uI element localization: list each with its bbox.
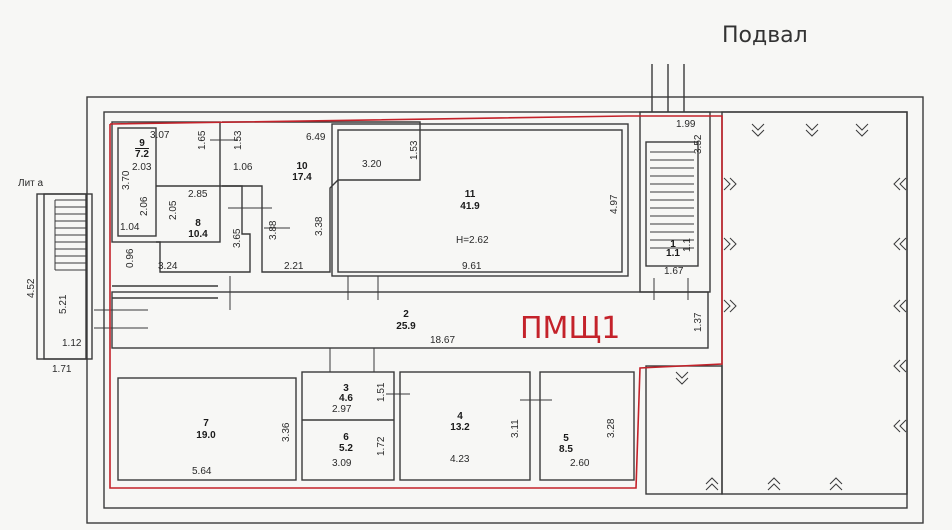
room-11-area: 41.9 [460, 201, 480, 212]
dim-label: 1.72 [376, 436, 387, 456]
room-11-outline [331, 123, 629, 277]
dim-label: 1.99 [676, 119, 696, 130]
room-8-area: 10.4 [188, 229, 208, 240]
outer-wall [86, 96, 924, 524]
dim-label: 4.97 [609, 194, 620, 214]
dim-label: 3.65 [232, 228, 243, 248]
dim-label: 2.97 [332, 404, 352, 415]
room-5-number: 5 [563, 433, 569, 444]
room-11-inner [337, 129, 623, 273]
room-3-outline [301, 371, 395, 481]
room-4-number: 4 [457, 411, 463, 422]
room-9-outline [111, 121, 221, 243]
dim-label: 3.11 [510, 419, 521, 438]
room-6-number: 6 [343, 432, 349, 443]
dim-label: 1.53 [409, 140, 420, 160]
room-1-area: 1.1 [666, 248, 680, 259]
room-1-inner [645, 141, 699, 267]
room-10-number: 10 [296, 161, 308, 172]
dim-label: 2.85 [188, 189, 208, 200]
room-2-number: 2 [403, 309, 409, 320]
room-7-outline [117, 377, 297, 481]
page-title: Подвал [722, 23, 808, 48]
room-10-outline [222, 121, 421, 273]
dim-label: 3.20 [362, 159, 382, 170]
room-5-outline [539, 371, 635, 481]
vertical-dimension-labels: 1.65 3.70 2.06 1.53 1.53 2.05 3.65 3.88 … [26, 130, 704, 456]
dim-label: 1.06 [233, 162, 253, 173]
dim-label: 4.23 [450, 454, 470, 465]
room-9-number: 9 [139, 138, 145, 149]
room-11-number: 11 [465, 189, 476, 200]
pmsh-label: ПМЩ1 [520, 311, 620, 346]
dim-label: 5.64 [192, 466, 212, 477]
dim-label: 1.51 [376, 382, 387, 402]
room-7-area: 19.0 [196, 430, 216, 441]
room-5-area: 8.5 [559, 444, 573, 455]
dim-label: 3.38 [314, 216, 325, 236]
dim-label: 1.37 [693, 312, 704, 332]
dimension-labels: 3.07 2.03 1.04 1.06 6.49 3.20 2.85 2.21 … [52, 119, 696, 477]
room-2-outline [111, 291, 709, 349]
dim-label: 1.71 [52, 364, 72, 375]
dim-label: 3.09 [332, 458, 352, 469]
dim-label: 2.60 [570, 458, 590, 469]
room-9-inner [117, 127, 157, 237]
dim-label: 3.07 [150, 130, 170, 141]
right-bottom-area [645, 365, 723, 495]
room-1-outline [639, 111, 711, 293]
left-stair-steps [54, 199, 86, 271]
room-9-area: 7.2 [135, 149, 149, 160]
dim-label: 1.67 [664, 266, 684, 277]
lit-a-label: Лит а [18, 178, 44, 189]
dim-label: 18.67 [430, 335, 455, 346]
room-3-number: 3 [343, 383, 349, 394]
dim-label: 5.21 [58, 294, 69, 314]
dim-label: 3.52 [693, 134, 704, 154]
dim-label: 3.24 [158, 261, 178, 272]
dim-label: 6.49 [306, 132, 326, 143]
dim-label: 0.96 [125, 248, 136, 268]
inner-wall [103, 111, 908, 509]
room-1-number: 1 [670, 239, 676, 250]
room-6-area: 5.2 [339, 443, 353, 454]
room-10-area: 17.4 [292, 172, 312, 183]
pmsh-boundary [109, 115, 723, 489]
lit-a-annex [36, 193, 93, 360]
room-2-area: 25.9 [396, 321, 416, 332]
dim-label: 2.05 [168, 200, 179, 220]
dim-label: 1.04 [120, 222, 140, 233]
right-area-outline [721, 111, 908, 495]
dim-label: 3.28 [606, 418, 617, 438]
hatch-arrows [675, 123, 907, 491]
height-label: H=2.62 [456, 235, 489, 246]
lit-a-inner [43, 193, 87, 360]
dim-label: 1.12 [62, 338, 82, 349]
dim-label: 1.65 [197, 130, 208, 150]
dim-label: 2.06 [139, 196, 150, 216]
dim-label: 1.1 [682, 238, 693, 252]
room-8-outline [156, 185, 251, 273]
building-walls [36, 64, 924, 524]
room-8-number: 8 [195, 218, 201, 229]
door-marks [94, 139, 689, 401]
dim-label: 3.36 [281, 422, 292, 442]
dim-label: 3.70 [121, 170, 132, 190]
dim-label: 9.61 [462, 261, 482, 272]
dim-label: 4.52 [26, 278, 37, 298]
dim-label: 3.88 [268, 220, 279, 240]
room-7-number: 7 [203, 418, 209, 429]
right-stair-steps [650, 151, 694, 249]
room-4-area: 13.2 [450, 422, 470, 433]
dim-label: 2.03 [132, 162, 152, 173]
room-4-outline [399, 371, 531, 481]
room-3-area: 4.6 [339, 393, 353, 404]
dim-label: 1.53 [233, 130, 244, 150]
dim-label: 2.21 [284, 261, 304, 272]
